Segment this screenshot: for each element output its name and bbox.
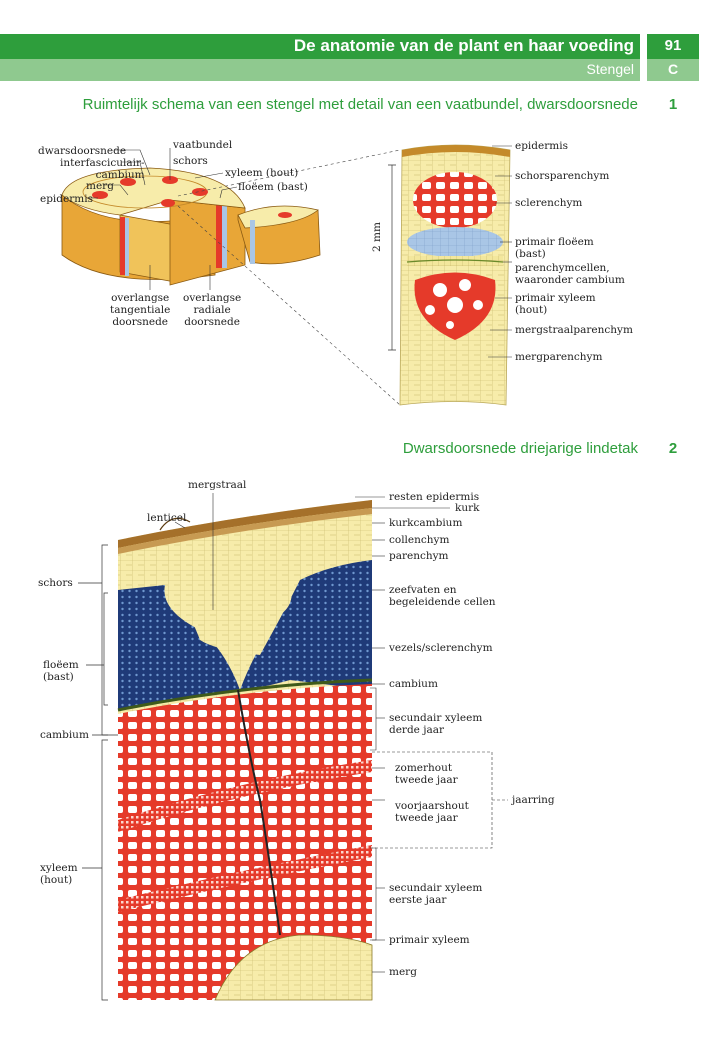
stem-3d-illustration [61,148,401,406]
right-label-kurkcambium: kurkcambium [389,517,463,529]
right-label-collenchym: collenchym [389,534,450,546]
detail-primair-xyleem: primair xyleem (hout) [515,292,596,316]
left-label-cambium: cambium [40,729,89,741]
right-label-kurk: kurk [455,502,480,514]
detail-primair-floeem: primair floëem (bast) [515,236,594,260]
right-label-vezels: vezels/sclerenchym [389,642,493,654]
detail-schorsparenchym: schorsparenchym [515,170,610,182]
left-label-xyleem: xyleem (hout) [40,862,78,886]
section2-title: Dwarsdoorsnede driejarige lindetak [402,440,638,457]
vascular-bundle-detail [388,144,512,406]
right-label-zeefvaten: zeefvaten en begeleidende cellen [389,584,496,608]
detail-mergstraalparenchym: mergstraalparenchym [515,324,633,336]
label-interfasciculair-cambium: interfasciculair- cambium [60,157,145,181]
page-number: 91 [664,37,682,54]
right-label-merg: merg [389,966,417,978]
page-number-box [647,34,699,59]
right-label-voorjaarshout: voorjaarshout tweede jaar [395,800,469,824]
right-label-zomerhout: zomerhout tweede jaar [395,762,458,786]
right-label-jaarring: jaarring [512,794,555,806]
left-label-floeem: floëem (bast) [43,659,79,683]
detail-parenchymcellen: parenchymcellen, waaronder cambium [515,262,625,286]
section1-number: 1 [668,96,678,113]
right-label-secundair-eerste: secundair xyleem eerste jaar [389,882,483,906]
label-merg: merg [86,180,114,192]
detail-epidermis: epidermis [515,140,568,152]
header-band-top [0,34,640,59]
linden-cross-section [78,493,508,1001]
right-label-parenchym: parenchym [389,550,449,562]
detail-sclerenchym: sclerenchym [515,197,583,209]
right-label-resten-epidermis: resten epidermis [389,491,480,503]
header-band-bottom [0,59,640,81]
label-overlangse-radiale: overlangse radiale doorsnede [183,292,242,328]
section-letter-box [647,59,699,81]
section2-number: 2 [668,440,678,457]
label-epidermis: epidermis [40,193,93,205]
top-label-mergstraal: mergstraal [188,479,247,491]
right-label-secundair-derde: secundair xyleem derde jaar [389,712,483,736]
label-floeem-bast: floëem (bast) [238,181,308,193]
detail-mergparenchym: mergparenchym [515,351,603,363]
left-label-schors: schors [38,577,73,589]
label-schors: schors [173,155,208,167]
right-label-cambium: cambium [389,678,438,690]
chapter-subtitle: Stengel [586,61,634,77]
label-vaatbundel: vaatbundel [173,139,233,151]
chapter-title: De anatomie van de plant en haar voeding [293,36,634,55]
right-label-primair-xyleem: primair xyleem [389,934,470,946]
section1-title: Ruimtelijk schema van een stengel met de… [82,96,638,113]
label-xyleem-hout: xyleem (hout) [225,167,299,179]
scale-2mm: 2 mm [371,222,383,252]
top-label-lenticel: lenticel [147,512,187,524]
label-overlangse-tangentiale: overlangse tangentiale doorsnede [110,292,171,328]
label-dwarsdoorsnede: dwarsdoorsnede [38,145,127,157]
section-letter: C [667,61,679,77]
